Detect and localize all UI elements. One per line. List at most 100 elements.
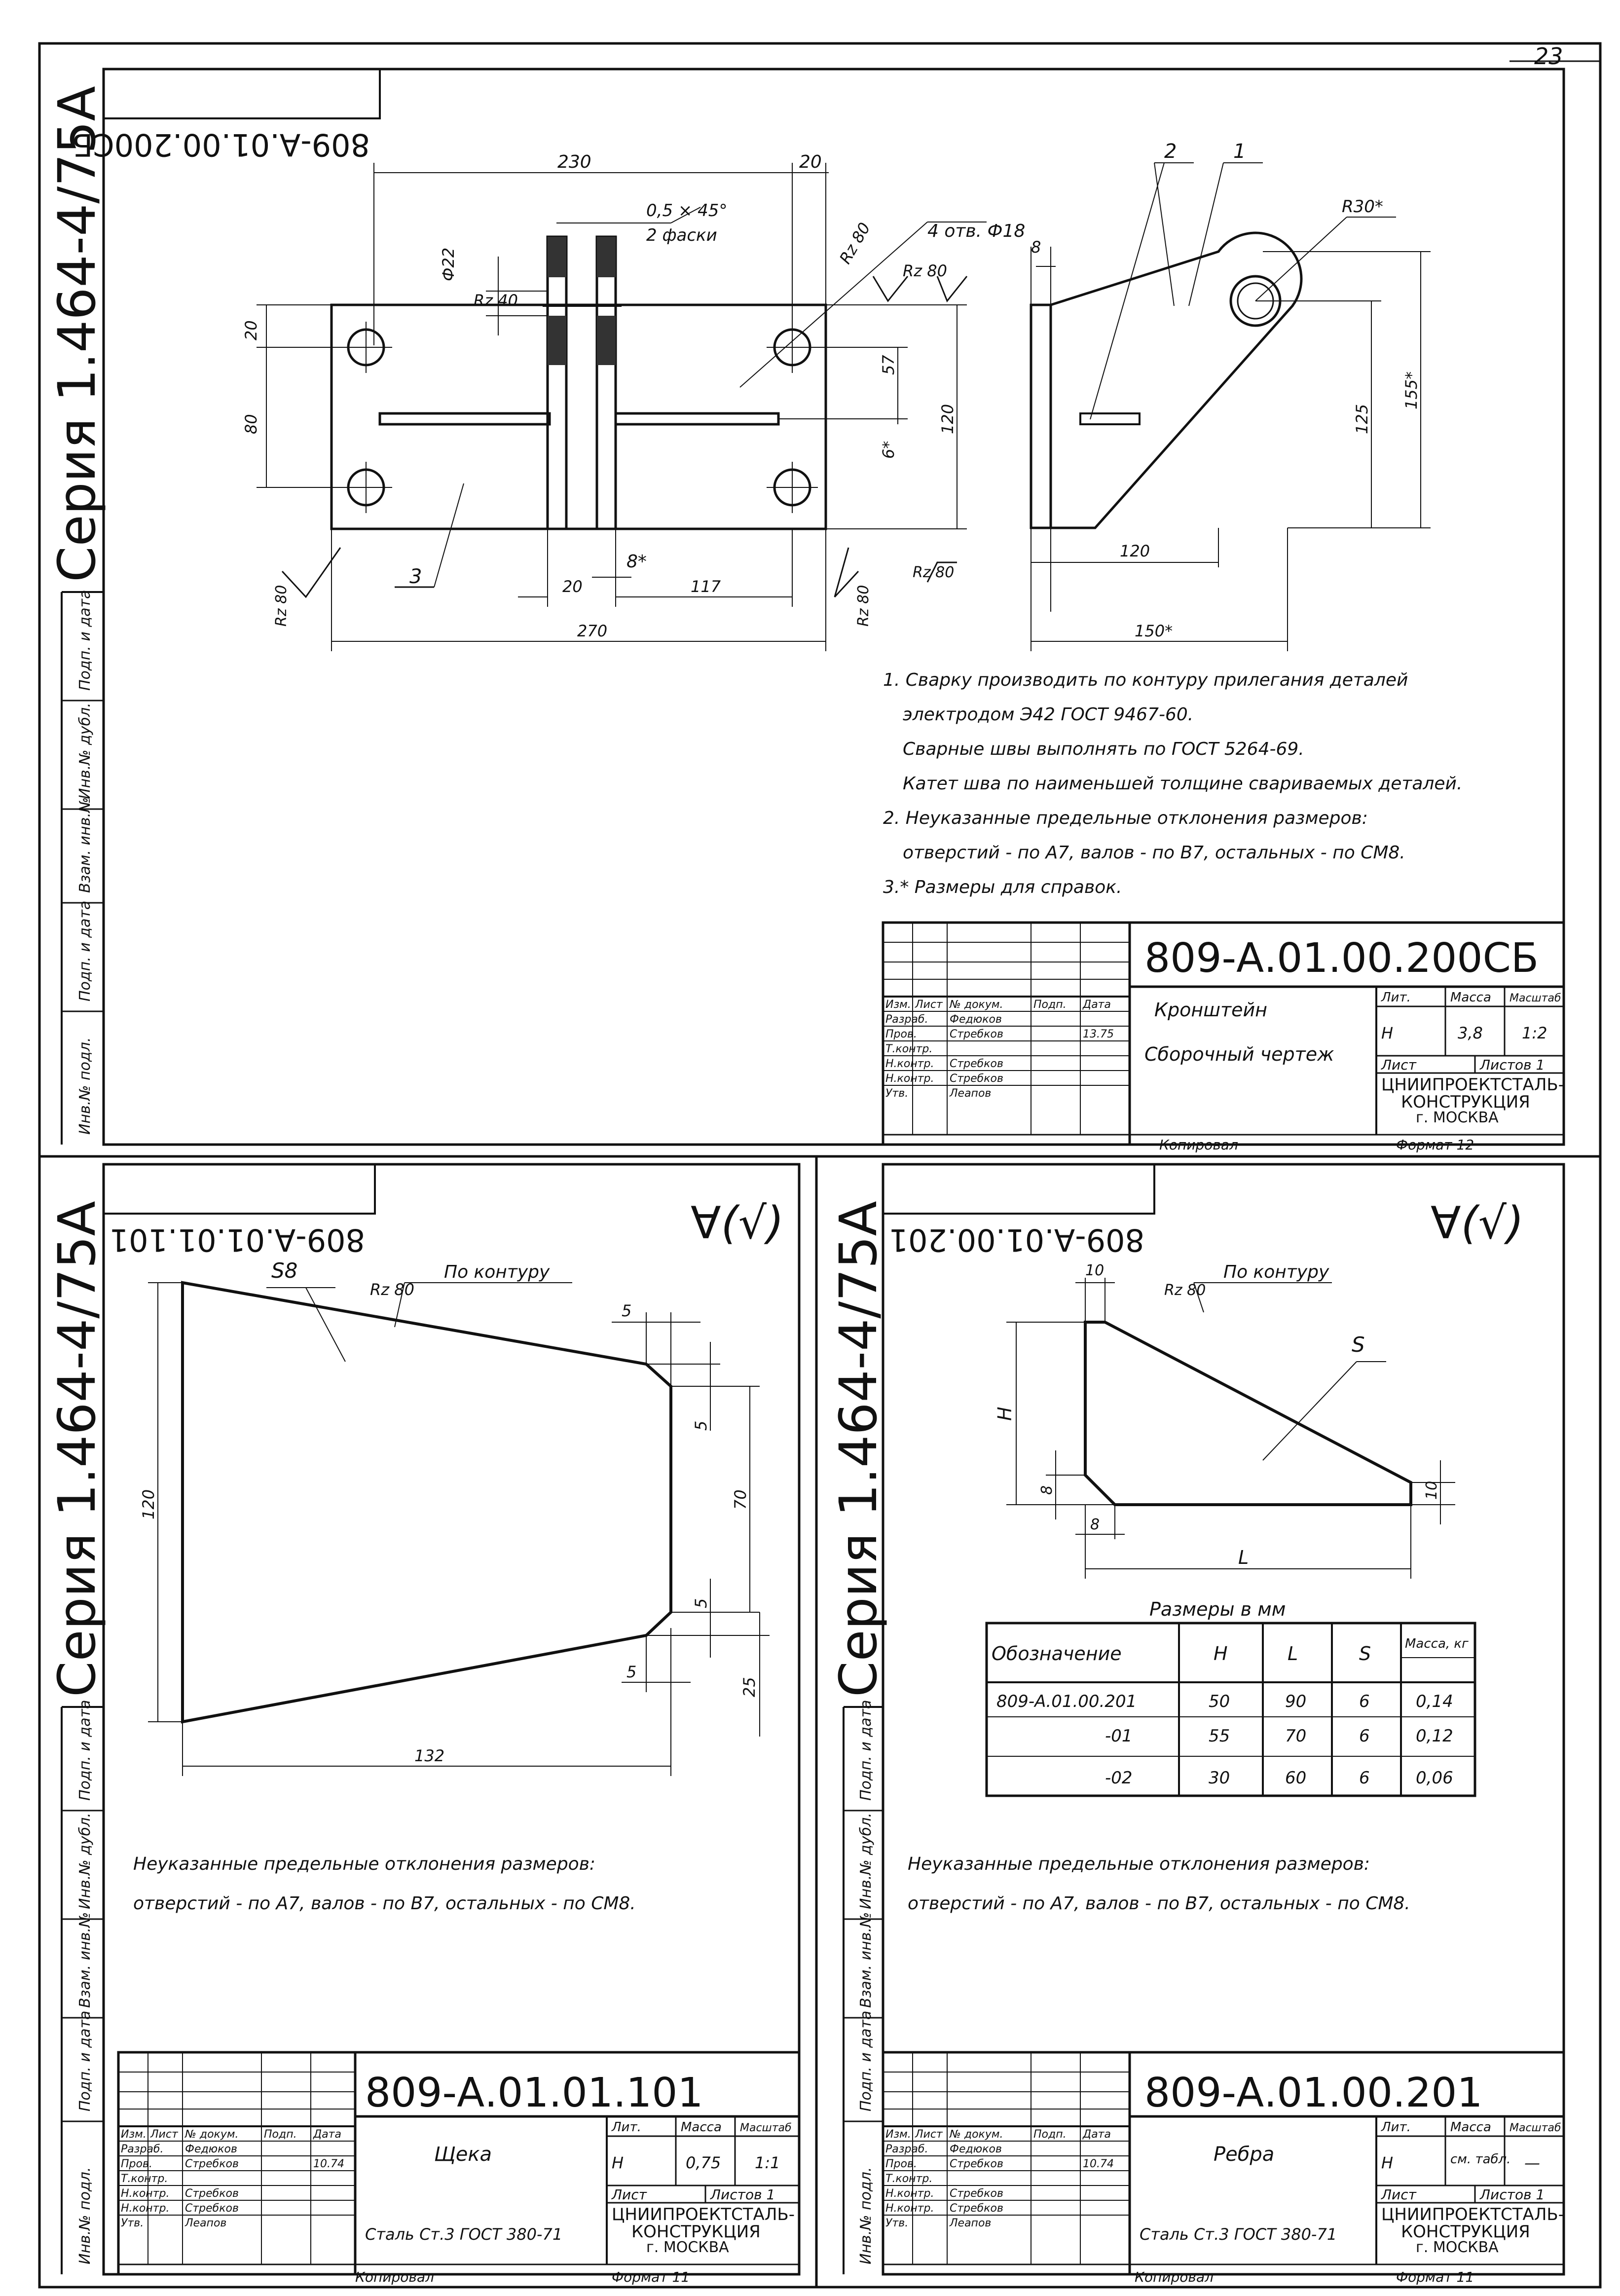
- roughness-icon: ∀(√): [1431, 1197, 1524, 1249]
- svg-text:809-А.01.00.201: 809-А.01.00.201: [1144, 2070, 1483, 2116]
- svg-text:Федюков: Федюков: [185, 2143, 237, 2155]
- svg-text:Н: Н: [1381, 1024, 1393, 1042]
- svg-text:Подп.: Подп.: [264, 2128, 297, 2141]
- svg-text:отверстий - по А7, валов - по: отверстий - по А7, валов - по В7, осталь…: [908, 1893, 1410, 1914]
- sidebar-label: Инв.№ подл.: [76, 2167, 94, 2264]
- roughness-icon: ∀(√): [691, 1197, 784, 1249]
- svg-text:Масштаб: Масштаб: [1510, 992, 1561, 1004]
- svg-text:Катет шва по наименьшей толщин: Катет шва по наименьшей толщине сваривае…: [903, 774, 1462, 794]
- dim: 6*: [879, 441, 898, 459]
- dim: 20: [242, 320, 260, 340]
- svg-text:Стребков: Стребков: [950, 2187, 1003, 2200]
- svg-text:Утв.: Утв.: [885, 2217, 908, 2229]
- svg-text:Лит.: Лит.: [1381, 2120, 1411, 2135]
- svg-text:КОНСТРУКЦИЯ: КОНСТРУКЦИЯ: [1401, 1092, 1530, 1112]
- svg-text:Копировал: Копировал: [1159, 1137, 1238, 1153]
- dim: Rz 80: [913, 564, 954, 581]
- svg-text:L: L: [1288, 1643, 1298, 1665]
- svg-text:Стребков: Стребков: [185, 2187, 239, 2200]
- dim: 270: [577, 622, 607, 640]
- svg-text:Подп.: Подп.: [1033, 2128, 1067, 2141]
- svg-text:Стребков: Стребков: [950, 1028, 1003, 1040]
- dim: 57: [879, 355, 898, 375]
- svg-text:Размеры в мм: Размеры в мм: [1149, 1598, 1286, 1620]
- series-label: Серия 1.464-4/75А: [47, 86, 107, 582]
- svg-text:10.74: 10.74: [313, 2158, 344, 2170]
- svg-text:Н.контр.: Н.контр.: [885, 1058, 934, 1070]
- sidebar-label: Взам. инв.№: [76, 1912, 94, 2008]
- dim: 132: [414, 1746, 444, 1765]
- svg-text:Стребков: Стребков: [950, 2202, 1003, 2215]
- svg-text:Леапов: Леапов: [949, 1087, 991, 1100]
- sidebar-label: Подп. и дата: [76, 2011, 94, 2111]
- svg-text:809-А.01.01.101: 809-А.01.01.101: [365, 2070, 703, 2116]
- svg-text:Стребков: Стребков: [185, 2202, 239, 2215]
- svg-text:809-А.01.00.200СБ: 809-А.01.00.200СБ: [1144, 935, 1539, 982]
- dim: 120: [1120, 542, 1150, 560]
- svg-text:Листов 1: Листов 1: [1479, 1057, 1545, 1073]
- svg-text:КОНСТРУКЦИЯ: КОНСТРУКЦИЯ: [1401, 2222, 1530, 2242]
- svg-text:Сталь Ст.3 ГОСТ 380-71: Сталь Ст.3 ГОСТ 380-71: [365, 2225, 562, 2244]
- dim: Ф22: [439, 248, 458, 281]
- svg-text:Т.контр.: Т.контр.: [121, 2173, 168, 2185]
- position-mark: 3: [409, 565, 422, 588]
- svg-text:Масса: Масса: [681, 2120, 722, 2135]
- svg-text:электродом Э42 ГОСТ 9467-60.: электродом Э42 ГОСТ 9467-60.: [903, 704, 1193, 725]
- svg-text:0,14: 0,14: [1416, 1692, 1453, 1711]
- dim: 120: [139, 1489, 158, 1519]
- notes: Неуказанные предельные отклонения размер…: [908, 1854, 1410, 1914]
- svg-text:—: —: [1524, 2153, 1540, 2172]
- dim: По контуру: [444, 1262, 550, 1282]
- svg-text:Стребков: Стребков: [950, 2158, 1003, 2170]
- title-block: 809-А.01.00.201 Изм. Лист № докум. Подп.…: [882, 2051, 1565, 2285]
- sheet-rib: Инв.№ подл. Подп. и дата Взам. инв.№ Инв…: [828, 1163, 1565, 2285]
- svg-text:Разраб.: Разраб.: [121, 2143, 163, 2155]
- dim: Rz 80: [903, 261, 947, 280]
- dim: H: [994, 1407, 1016, 1421]
- svg-text:Сборочный чертеж: Сборочный чертеж: [1144, 1043, 1334, 1065]
- svg-text:Неуказанные предельные отклоне: Неуказанные предельные отклонения размер…: [133, 1854, 595, 1874]
- dim: 150*: [1135, 622, 1173, 640]
- svg-text:90: 90: [1285, 1692, 1306, 1711]
- svg-text:Листов 1: Листов 1: [710, 2186, 775, 2203]
- svg-text:Дата: Дата: [1082, 999, 1111, 1011]
- svg-text:Масса, кг: Масса, кг: [1405, 1636, 1469, 1651]
- svg-text:Сталь Ст.3 ГОСТ 380-71: Сталь Ст.3 ГОСТ 380-71: [1140, 2225, 1337, 2244]
- dim: 120: [938, 404, 957, 434]
- svg-text:Н: Н: [1381, 2153, 1393, 2172]
- svg-text:0,06: 0,06: [1416, 1768, 1453, 1788]
- sidebar-label: Взам. инв.№: [857, 1912, 875, 2008]
- svg-text:1:1: 1:1: [755, 2153, 780, 2172]
- dim: 2 фаски: [646, 225, 717, 245]
- svg-text:3,8: 3,8: [1458, 1024, 1483, 1042]
- dim: 155*: [1402, 371, 1421, 409]
- svg-text:ЦНИИПРОЕКТСТАЛЬ-: ЦНИИПРОЕКТСТАЛЬ-: [612, 2205, 795, 2224]
- svg-text:3.* Размеры для справок.: 3.* Размеры для справок.: [883, 877, 1122, 897]
- sidebar-label: Подп. и дата: [76, 901, 94, 1001]
- svg-text:6: 6: [1359, 1692, 1370, 1711]
- series-label: Серия 1.464-4/75А: [828, 1201, 888, 1697]
- svg-text:S: S: [1359, 1643, 1371, 1665]
- svg-text:Утв.: Утв.: [885, 1087, 908, 1100]
- svg-text:г. МОСКВА: г. МОСКВА: [1416, 2239, 1499, 2256]
- dimension-table: Размеры в мм Обозначение H L S Масса, кг…: [985, 1598, 1476, 1797]
- svg-text:Дата: Дата: [1082, 2128, 1111, 2141]
- svg-text:Изм.: Изм.: [885, 999, 911, 1011]
- page-number: 23: [1534, 43, 1563, 70]
- dim: 8*: [626, 552, 647, 572]
- svg-text:Масштаб: Масштаб: [740, 2122, 792, 2134]
- dim: 10: [1085, 1262, 1104, 1279]
- svg-text:Разраб.: Разраб.: [885, 1013, 928, 1026]
- sidebar-label: Подп. и дата: [76, 590, 94, 691]
- svg-text:Федюков: Федюков: [950, 2143, 1002, 2155]
- svg-text:ЦНИИПРОЕКТСТАЛЬ-: ЦНИИПРОЕКТСТАЛЬ-: [1381, 1075, 1564, 1095]
- svg-text:Кронштейн: Кронштейн: [1154, 999, 1267, 1021]
- dim: 4 отв. Ф18: [927, 221, 1025, 241]
- svg-text:Обозначение: Обозначение: [992, 1643, 1122, 1665]
- svg-text:Изм.: Изм.: [121, 2128, 147, 2141]
- svg-text:Формат 11: Формат 11: [612, 2269, 690, 2285]
- svg-text:30: 30: [1209, 1768, 1230, 1788]
- svg-text:Т.контр.: Т.контр.: [885, 2173, 932, 2185]
- svg-text:Н.контр.: Н.контр.: [885, 1073, 934, 1085]
- dim: 230: [557, 152, 591, 172]
